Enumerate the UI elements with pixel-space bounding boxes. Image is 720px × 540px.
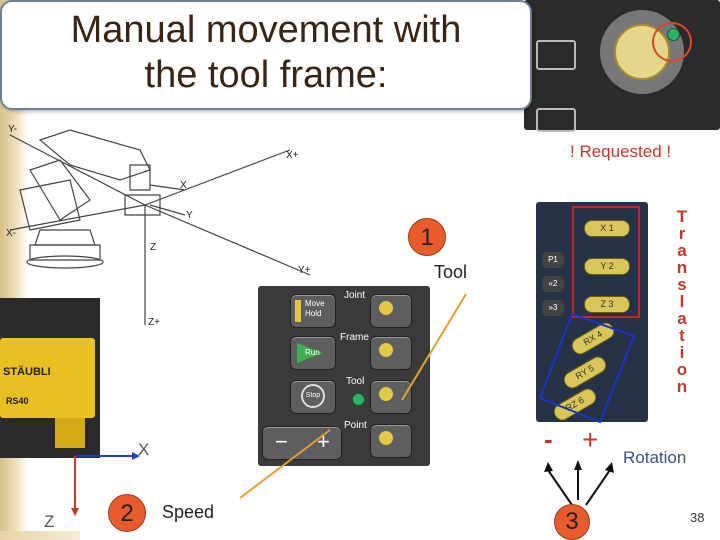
pendant-panel: Move Hold Run Stop Joint Frame Tool Poin… xyxy=(258,286,430,466)
page-number: 38 xyxy=(690,510,705,525)
jog-key-x[interactable]: X 1 xyxy=(584,220,630,237)
play-icon xyxy=(297,343,323,363)
robot-flange xyxy=(55,418,85,448)
bottom-decor-strip xyxy=(0,531,80,540)
led-icon xyxy=(379,301,393,315)
move-hold-button[interactable]: Move Hold xyxy=(290,294,336,328)
status-green-dot xyxy=(667,28,680,41)
speed-minus-label: − xyxy=(275,429,288,454)
translation-label: T r a n s l a t i o n xyxy=(672,208,692,395)
robot-photo: STÄUBLI RS40 xyxy=(0,298,100,458)
joint-mode-button[interactable] xyxy=(370,294,412,328)
translation-letter: n xyxy=(676,258,688,277)
jog-key-y[interactable]: Y 2 xyxy=(584,258,630,275)
side-key-3[interactable]: »3 xyxy=(542,300,564,316)
side-key-1[interactable]: P1 xyxy=(542,252,564,268)
move-hold-label: Move Hold xyxy=(305,299,325,318)
title-box xyxy=(0,0,532,110)
photo-axis-x: X xyxy=(138,440,150,459)
robot-model: RS40 xyxy=(6,396,29,406)
plus-sign: + xyxy=(582,424,599,455)
rotation-label: Rotation xyxy=(623,448,687,467)
tool-callout-label: Tool xyxy=(434,262,468,282)
axis-label-z: Z xyxy=(150,242,156,253)
stop-icon: Stop xyxy=(301,384,325,408)
axis-label-x-plus: X+ xyxy=(286,150,299,161)
translation-letter: r xyxy=(678,224,686,243)
pause-icon xyxy=(295,300,301,322)
tool-mode-button[interactable] xyxy=(370,380,412,414)
slide-title-line-1: Manual movement with xyxy=(70,9,462,51)
frame-label-frame: Frame xyxy=(340,332,369,343)
jog-keys-photo: P1 «2 »3 X 1 Y 2 Z 3 RX 4 RY 5 RZ 6 xyxy=(536,202,648,424)
axis-label-y-minus: Y- xyxy=(8,124,17,135)
step-2-badge: 2 xyxy=(108,494,146,532)
frame-label-tool: Tool xyxy=(346,376,365,387)
slide-title: Manual movement with the tool frame: xyxy=(0,8,532,98)
requested-label: ! Requested ! xyxy=(570,142,672,161)
slide-title-line-2: the tool frame: xyxy=(144,54,388,96)
jog-key-z[interactable]: Z 3 xyxy=(584,296,630,313)
stop-button[interactable]: Stop xyxy=(290,380,336,414)
translation-letter: s xyxy=(677,275,687,294)
frame-mode-button[interactable] xyxy=(370,336,412,370)
speed-plus-label: + xyxy=(317,429,330,454)
side-key-2[interactable]: «2 xyxy=(542,276,564,292)
frame-label-point: Point xyxy=(344,420,367,431)
axis-label-x: X xyxy=(180,180,187,191)
led-icon xyxy=(379,431,393,445)
robot-brand: STÄUBLI xyxy=(3,366,51,378)
rotation-box xyxy=(538,312,636,424)
highlight-circle xyxy=(652,22,692,62)
step-3-badge: 3 xyxy=(554,504,590,540)
led-icon xyxy=(379,343,393,357)
translation-letter: o xyxy=(676,360,688,379)
robot-photo-axes xyxy=(71,452,140,516)
tool-selected-dot xyxy=(352,393,365,406)
step-1-badge: 1 xyxy=(408,218,446,256)
led-icon xyxy=(379,387,393,401)
translation-letter: n xyxy=(676,377,688,396)
translation-box xyxy=(572,206,640,318)
point-mode-button[interactable] xyxy=(370,424,412,458)
run-label: Run xyxy=(305,348,320,357)
swap-icon xyxy=(536,40,576,70)
axis-label-x-minus: X- xyxy=(6,228,16,239)
swap-icon xyxy=(536,108,576,132)
translation-letter: a xyxy=(677,241,687,260)
translation-letter: i xyxy=(679,343,685,362)
enable-button-photo xyxy=(524,0,720,132)
translation-letter: l xyxy=(679,292,685,311)
minus-sign: - xyxy=(544,424,553,454)
axis-label-y: Y xyxy=(186,210,193,221)
frame-label-joint: Joint xyxy=(344,290,366,301)
speed-rocker-button[interactable]: − + xyxy=(262,426,342,460)
speed-callout-label: Speed xyxy=(162,502,215,522)
translation-letter: a xyxy=(677,309,687,328)
robot-body xyxy=(0,338,95,418)
run-button[interactable]: Run xyxy=(290,336,336,370)
translation-letter: t xyxy=(679,326,685,345)
axis-label-z-plus: Z+ xyxy=(148,317,160,328)
translation-letter: T xyxy=(676,207,688,226)
photo-axis-z: Z xyxy=(44,512,55,531)
axis-label-y-plus: Y+ xyxy=(298,265,311,276)
robot-axes-diagram: Y- X- X+ X Y Z Y+ Z+ xyxy=(6,124,311,328)
